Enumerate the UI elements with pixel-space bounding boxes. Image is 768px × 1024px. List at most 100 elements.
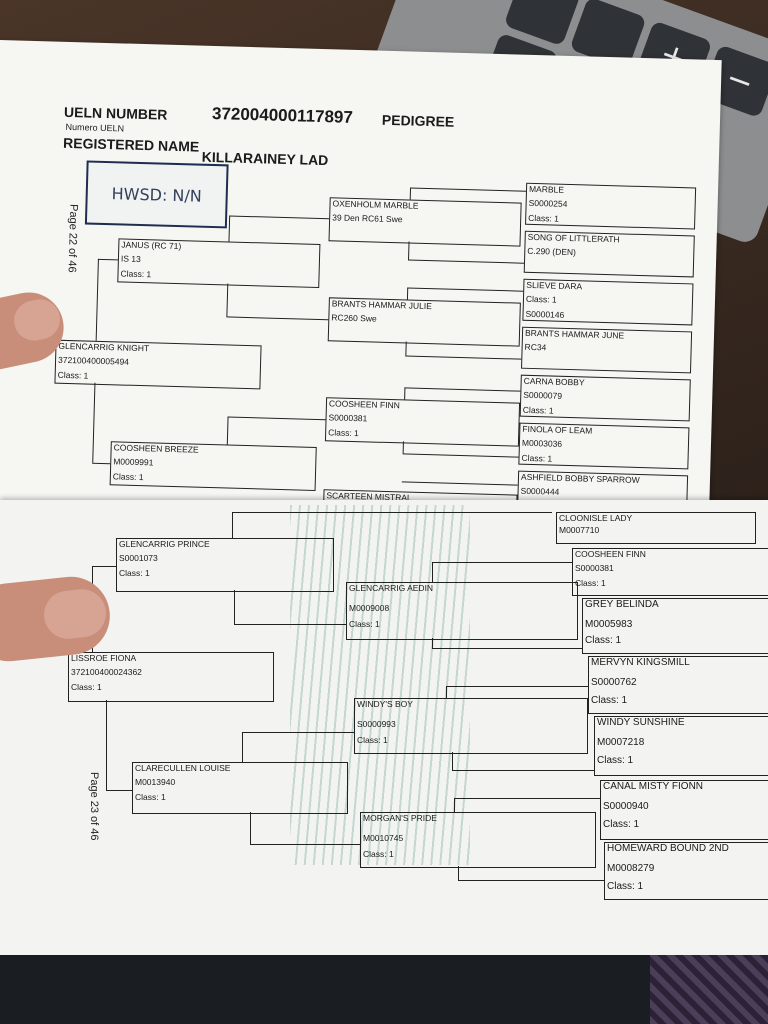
horse-reg: S0000381 — [575, 563, 614, 573]
connector-line — [250, 844, 360, 845]
connector-line — [454, 798, 455, 812]
horse-class: Class: 1 — [528, 212, 560, 224]
connector-line — [408, 259, 524, 264]
pedigree-box-gen3: GLENCARRIG AEDIN M0009008 Class: 1 — [346, 582, 578, 640]
horse-class: S0000146 — [525, 308, 565, 320]
horse-reg: RC260 Swe — [331, 312, 377, 324]
horse-class: Class: 1 — [328, 427, 360, 439]
horse-reg: S0000762 — [591, 677, 637, 688]
pedigree-box-gen3: MORGAN'S PRIDE M0010745 Class: 1 — [360, 812, 596, 868]
page-number-bottom: Page 23 of 46 — [88, 772, 100, 841]
connector-line — [458, 880, 604, 881]
pedigree-box-gen3: OXENHOLM MARBLE 39 Den RC61 Swe — [328, 197, 522, 247]
connector-line — [227, 416, 326, 421]
horse-class: Class: 1 — [607, 881, 644, 892]
connector-line — [432, 638, 433, 648]
horse-class: Class: 1 — [71, 682, 102, 692]
horse-class: Class: 1 — [597, 755, 634, 766]
horse-class: Class: 1 — [112, 471, 144, 483]
connector-line — [402, 453, 519, 458]
horse-class: Class: 1 — [363, 849, 394, 859]
connector-line — [92, 566, 116, 567]
connector-line — [432, 562, 433, 582]
pedigree-box-gen4: GREY BELINDA M0005983 Class: 1 — [582, 598, 768, 654]
connector-line — [226, 283, 229, 317]
ueln-label: UELN NUMBER — [63, 103, 168, 123]
horse-reg: C.290 (DEN) — [527, 245, 577, 258]
pedigree-box-sire-sire: JANUS (RC 71) IS 13 Class: 1 — [117, 238, 321, 289]
horse-reg: M0005983 — [585, 619, 633, 630]
pedigree-box-gen4: FINOLA OF LEAM M0003036 Class: 1 — [518, 422, 690, 470]
pedigree-box-gen4: MERVYN KINGSMILL S0000762 Class: 1 — [588, 656, 768, 714]
horse-class: Class: 1 — [119, 568, 150, 578]
horse-class: Class: 1 — [575, 578, 606, 588]
connector-line — [229, 215, 330, 220]
connector-line — [404, 387, 521, 392]
connector-line — [452, 770, 594, 771]
connector-line — [454, 798, 600, 799]
connector-line — [106, 700, 107, 790]
horse-name: GLENCARRIG PRINCE — [119, 539, 210, 549]
pedigree-box-gen4: CARNA BOBBY S0000079 Class: 1 — [519, 374, 691, 422]
pedigree-box-gen4: COOSHEEN FINN S0000381 Class: 1 — [572, 548, 768, 596]
connector-line — [401, 481, 518, 486]
pedigree-box-gen4: SLIEVE DARA Class: 1 S0000146 — [522, 278, 694, 326]
ueln-number: 372004000117897 — [211, 103, 354, 127]
horse-reg: S0000940 — [603, 801, 649, 812]
horse-name: MERVYN KINGSMILL — [591, 657, 690, 668]
pedigree-page-bottom: Page 23 of 46 LISSROE FIONA 372100400024… — [0, 500, 768, 955]
connector-line — [95, 258, 99, 341]
connector-line — [406, 287, 409, 300]
horse-reg: S0000381 — [328, 412, 368, 424]
connector-line — [250, 812, 251, 844]
connector-line — [226, 416, 229, 445]
connector-line — [242, 732, 243, 762]
pedigree-box-dam-sire: GLENCARRIG PRINCE S0001073 Class: 1 — [116, 538, 334, 592]
horse-reg: 39 Den RC61 Swe — [332, 212, 403, 225]
horse-name: WINDY'S BOY — [357, 699, 413, 709]
horse-name: BRANTS HAMMAR JUNE — [524, 327, 625, 341]
horse-class: Class: 1 — [521, 452, 553, 464]
pedigree-box-gen4: HOMEWARD BOUND 2ND M0008279 Class: 1 — [604, 842, 768, 900]
pedigree-box-sire-dam: COOSHEEN BREEZE M0009991 Class: 1 — [109, 441, 317, 491]
connector-line — [432, 562, 572, 563]
horse-class: Class: 1 — [522, 404, 554, 416]
horse-name: GLENCARRIG KNIGHT — [58, 340, 150, 354]
horse-reg: S0000079 — [523, 389, 563, 401]
horse-reg: M0013940 — [135, 777, 176, 787]
horse-reg: M0003036 — [521, 437, 563, 449]
pedigree-box-gen4: WINDY SUNSHINE M0007218 Class: 1 — [594, 716, 768, 776]
page-number-top: Page 22 of 46 — [65, 203, 80, 273]
horse-name: JANUS (RC 71) — [121, 239, 182, 252]
pedigree-box-gen4: SONG OF LITTLERATH C.290 (DEN) — [523, 230, 695, 278]
ueln-sublabel: Numero UELN — [65, 121, 125, 134]
connector-line — [228, 215, 231, 242]
horse-reg: 372100400024362 — [71, 667, 142, 677]
pedigree-box-gen3: BRANTS HAMMAR JULIE RC260 Swe — [327, 297, 521, 347]
connector-line — [92, 382, 96, 463]
connector-line — [458, 866, 459, 880]
horse-class: Class: 1 — [603, 819, 640, 830]
horse-class: Class: 1 — [357, 735, 388, 745]
horse-class: Class: 1 — [120, 268, 152, 280]
pedigree-box-dam: LISSROE FIONA 372100400024362 Class: 1 — [68, 652, 274, 702]
connector-line — [407, 287, 524, 292]
horse-name: SONG OF LITTLERATH — [527, 231, 620, 245]
connector-line — [452, 752, 453, 770]
horse-name: CLOONISLE LADY — [559, 513, 633, 523]
horse-reg: 372100400005494 — [57, 354, 130, 367]
connector-line — [226, 316, 329, 321]
connector-line — [446, 686, 447, 698]
horse-name: HOMEWARD BOUND 2ND — [607, 843, 729, 854]
horse-class: Class: 1 — [57, 369, 89, 381]
watermark-pattern — [290, 505, 470, 865]
pedigree-title: PEDIGREE — [381, 111, 455, 130]
pedigree-box-gen3: COOSHEEN FINN S0000381 Class: 1 — [324, 397, 521, 447]
pedigree-box-dam-dam: CLARECULLEN LOUISE M0013940 Class: 1 — [132, 762, 348, 814]
horse-name: SLIEVE DARA — [526, 279, 583, 292]
horse-name: COOSHEEN FINN — [328, 398, 400, 411]
horse-name: MORGAN'S PRIDE — [363, 813, 437, 823]
horse-reg: S0000444 — [520, 485, 560, 497]
horse-reg: S0000254 — [528, 197, 568, 209]
